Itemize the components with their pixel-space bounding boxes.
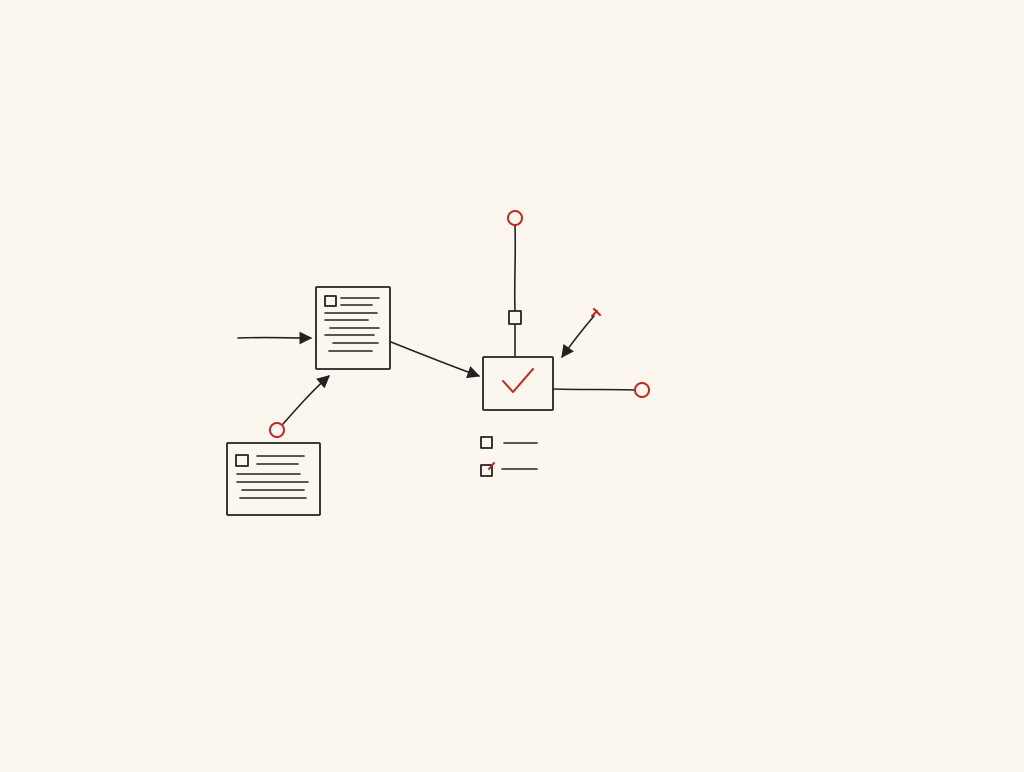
circle-terminal-icon xyxy=(635,383,649,397)
pointer-marker-tip xyxy=(592,309,600,316)
edge-left-terminal-to-primary-doc xyxy=(283,376,329,424)
edge-primary-doc-to-approval xyxy=(391,342,479,376)
checklist-item-unchecked-box xyxy=(481,437,492,448)
document-icon xyxy=(316,287,390,369)
edge-approval-to-right-terminal xyxy=(554,389,635,390)
edge-top-terminal-line-upper xyxy=(515,226,516,311)
document-icon xyxy=(227,443,320,515)
secondary-document-node xyxy=(227,443,320,515)
square-junction-icon xyxy=(509,311,521,324)
approval-box xyxy=(483,357,553,410)
circle-terminal-icon xyxy=(270,423,284,437)
edge-pointer-to-approval xyxy=(562,316,594,357)
circle-terminal-icon xyxy=(508,211,522,225)
checklist xyxy=(481,437,537,476)
approval-node xyxy=(483,357,553,410)
